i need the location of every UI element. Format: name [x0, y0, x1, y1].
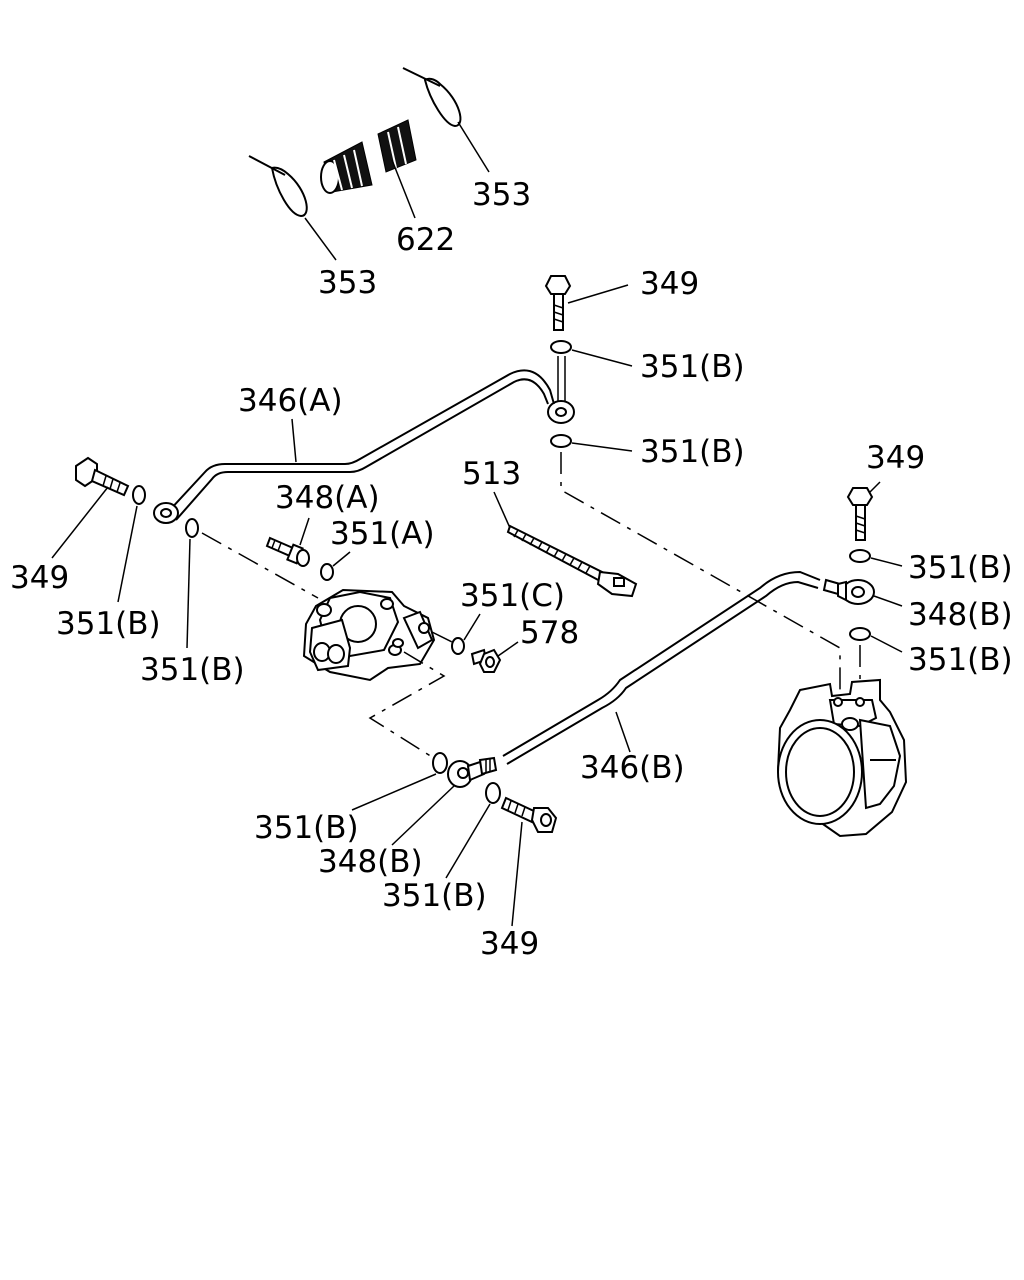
breather-348a: [265, 536, 310, 567]
fitting-348b-bottom: [447, 756, 498, 788]
leader-349-right: [869, 481, 881, 493]
leader-351b-bottom1: [351, 773, 437, 811]
leader-351a: [332, 551, 351, 567]
leader-349-top: [567, 284, 629, 304]
bolt-349-left: [75, 456, 130, 497]
label-351b-right2: 351(B): [908, 642, 1013, 678]
washer-351b-bottom1: [432, 752, 448, 774]
leader-351b-2: [571, 442, 633, 452]
centerline-right: [560, 452, 841, 700]
pipe-346b: [502, 570, 821, 765]
label-346a: 346(A): [238, 383, 343, 419]
label-351b-3: 351(B): [140, 652, 245, 688]
label-353-left: 353: [318, 265, 377, 301]
label-351b-right1: 351(B): [908, 550, 1013, 586]
washer-351b-3: [185, 518, 199, 538]
leader-351b-right1: [870, 557, 903, 567]
washer-351a: [320, 563, 334, 581]
leader-349-bottom: [511, 821, 523, 927]
leader-578: [497, 641, 519, 657]
label-348a: 348(A): [275, 480, 380, 516]
washer-351b-right2: [849, 627, 871, 641]
label-349-top: 349: [640, 266, 699, 302]
centerline-351c: [431, 631, 453, 643]
leader-351b-3: [186, 538, 191, 649]
washer-351b-2: [550, 434, 572, 448]
label-351b-left: 351(B): [56, 606, 161, 642]
label-578: 578: [520, 615, 579, 651]
eye-fitting-top: [547, 400, 575, 424]
washer-351c: [451, 637, 465, 655]
leader-348a: [299, 517, 310, 546]
label-351b-bottom1: 351(B): [254, 810, 359, 846]
centerline-lower: [368, 651, 446, 763]
hose-clamp-left: [248, 155, 308, 218]
leader-353-top: [457, 121, 490, 173]
pump-right: [776, 678, 908, 838]
pump-left: [302, 588, 436, 682]
label-353-top: 353: [472, 177, 531, 213]
label-513: 513: [462, 456, 521, 492]
hose-622: [320, 119, 417, 194]
leader-513: [493, 491, 511, 529]
hose-clamp-top: [402, 67, 462, 128]
leader-351b-bottom2: [445, 803, 491, 879]
leader-348b-bottom: [391, 785, 455, 846]
fitting-348b-right: [822, 578, 875, 605]
leader-346a: [291, 418, 297, 463]
bolt-349-top: [544, 275, 572, 331]
label-349-bottom: 349: [480, 926, 539, 962]
leader-351b-right2: [870, 635, 903, 653]
label-622: 622: [396, 222, 455, 258]
leader-351c: [463, 613, 481, 641]
label-349-right: 349: [866, 440, 925, 476]
label-351b-2: 351(B): [640, 434, 745, 470]
label-348b-right: 348(B): [908, 597, 1013, 633]
leader-351b-left: [117, 505, 138, 603]
screw-578: [470, 648, 502, 673]
label-351b-bottom2: 351(B): [382, 878, 487, 914]
washer-351b-right1: [849, 549, 871, 563]
leader-622: [391, 159, 416, 219]
label-349-left: 349: [10, 560, 69, 596]
washer-351b-bottom2: [485, 782, 501, 804]
pipe-346a: [153, 369, 555, 524]
label-348b-bottom: 348(B): [318, 844, 423, 880]
label-351c: 351(C): [460, 578, 565, 614]
bolt-349-bottom: [500, 796, 558, 833]
bolt-349-right: [846, 487, 874, 541]
leader-346b: [615, 711, 631, 753]
leader-348b-right: [873, 595, 903, 607]
label-351b-1: 351(B): [640, 349, 745, 385]
label-351a: 351(A): [330, 516, 435, 552]
leader-351b-1: [571, 349, 633, 367]
washer-351b-1: [550, 340, 572, 354]
label-346b: 346(B): [580, 750, 685, 786]
leader-349-left: [51, 486, 109, 559]
leader-353-left: [304, 217, 337, 261]
washer-351b-left: [132, 485, 146, 505]
